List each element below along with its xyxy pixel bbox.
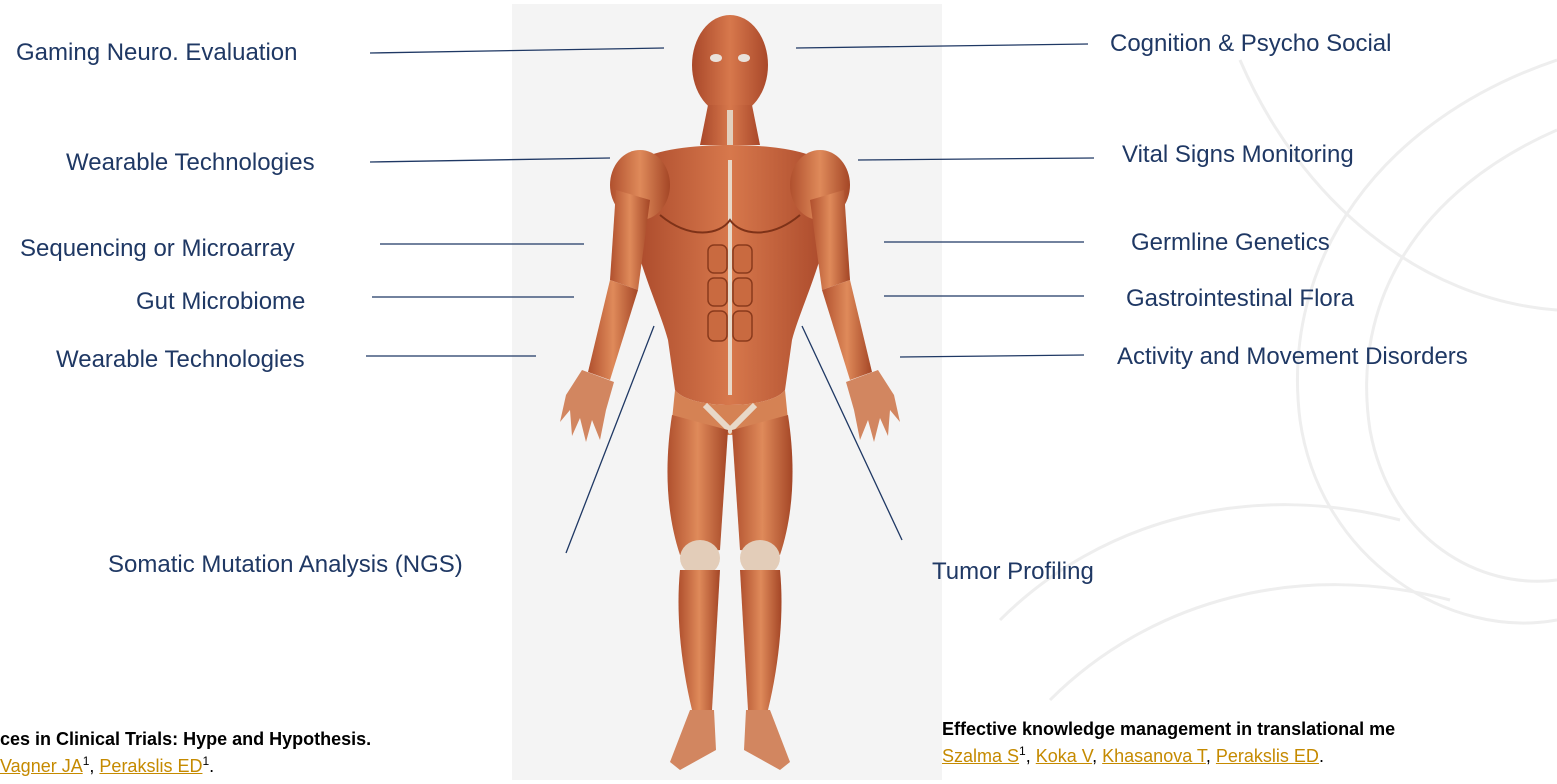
label-activity-movement-disorders: Activity and Movement Disorders	[1117, 343, 1468, 371]
separator: ,	[1206, 746, 1216, 766]
author-affiliation: 1	[1019, 744, 1026, 758]
author-link[interactable]: Koka V	[1036, 746, 1092, 766]
leader-line	[370, 48, 664, 53]
label-gaming-neuro-evaluation: Gaming Neuro. Evaluation	[16, 39, 297, 67]
reference-right: Effective knowledge management in transl…	[942, 718, 1395, 767]
separator: ,	[89, 756, 99, 776]
label-wearable-technologies-lower: Wearable Technologies	[56, 346, 305, 374]
label-somatic-mutation-analysis: Somatic Mutation Analysis (NGS)	[108, 551, 463, 579]
leader-line	[796, 44, 1088, 48]
label-gastrointestinal-flora: Gastrointestinal Flora	[1126, 285, 1354, 313]
reference-left-title: ces in Clinical Trials: Hype and Hypothe…	[0, 728, 371, 750]
author-link[interactable]: Vagner JA	[0, 756, 83, 776]
end-punctuation: .	[209, 756, 214, 776]
leader-line	[370, 158, 610, 162]
separator: ,	[1026, 746, 1036, 766]
label-gut-microbiome: Gut Microbiome	[136, 288, 305, 316]
leader-line	[802, 326, 902, 540]
author-link[interactable]: Khasanova T	[1102, 746, 1206, 766]
separator: ,	[1092, 746, 1102, 766]
label-germline-genetics: Germline Genetics	[1131, 229, 1330, 257]
author-link[interactable]: Perakslis ED	[99, 756, 202, 776]
reference-right-title: Effective knowledge management in transl…	[942, 718, 1395, 740]
leader-line	[900, 355, 1084, 357]
reference-left: ces in Clinical Trials: Hype and Hypothe…	[0, 728, 371, 777]
reference-left-authors: Vagner JA1, Perakslis ED1.	[0, 750, 371, 777]
label-cognition-psycho-social: Cognition & Psycho Social	[1110, 30, 1391, 58]
label-tumor-profiling: Tumor Profiling	[932, 558, 1094, 586]
author-link[interactable]: Szalma S	[942, 746, 1019, 766]
leader-line	[858, 158, 1094, 160]
label-wearable-technologies-upper: Wearable Technologies	[66, 149, 315, 177]
leader-line	[566, 326, 654, 553]
reference-right-authors: Szalma S1, Koka V, Khasanova T, Peraksli…	[942, 740, 1395, 767]
end-punctuation: .	[1319, 746, 1324, 766]
label-vital-signs-monitoring: Vital Signs Monitoring	[1122, 141, 1354, 169]
label-sequencing-or-microarray: Sequencing or Microarray	[20, 235, 295, 263]
author-link[interactable]: Perakslis ED	[1216, 746, 1319, 766]
